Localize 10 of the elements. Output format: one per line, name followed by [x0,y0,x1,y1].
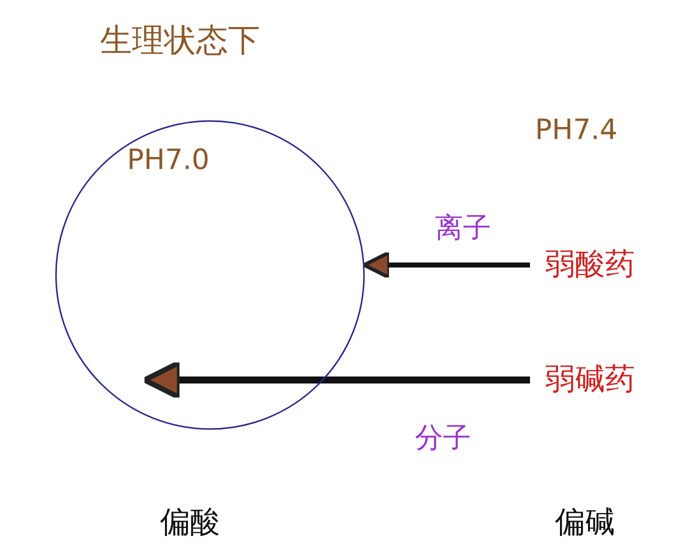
title: 生理状态下 [100,22,260,58]
drug-label: 弱酸药 [545,247,635,283]
ph-value: PH7.4 [535,112,618,148]
cell-circle [55,120,365,430]
drug-label: 弱碱药 [545,362,635,398]
ph-value: PH7.0 [127,142,210,178]
arrow [362,250,530,280]
arrow [142,360,530,400]
region-label: 偏碱 [555,505,615,541]
region-label: 偏酸 [160,505,220,541]
